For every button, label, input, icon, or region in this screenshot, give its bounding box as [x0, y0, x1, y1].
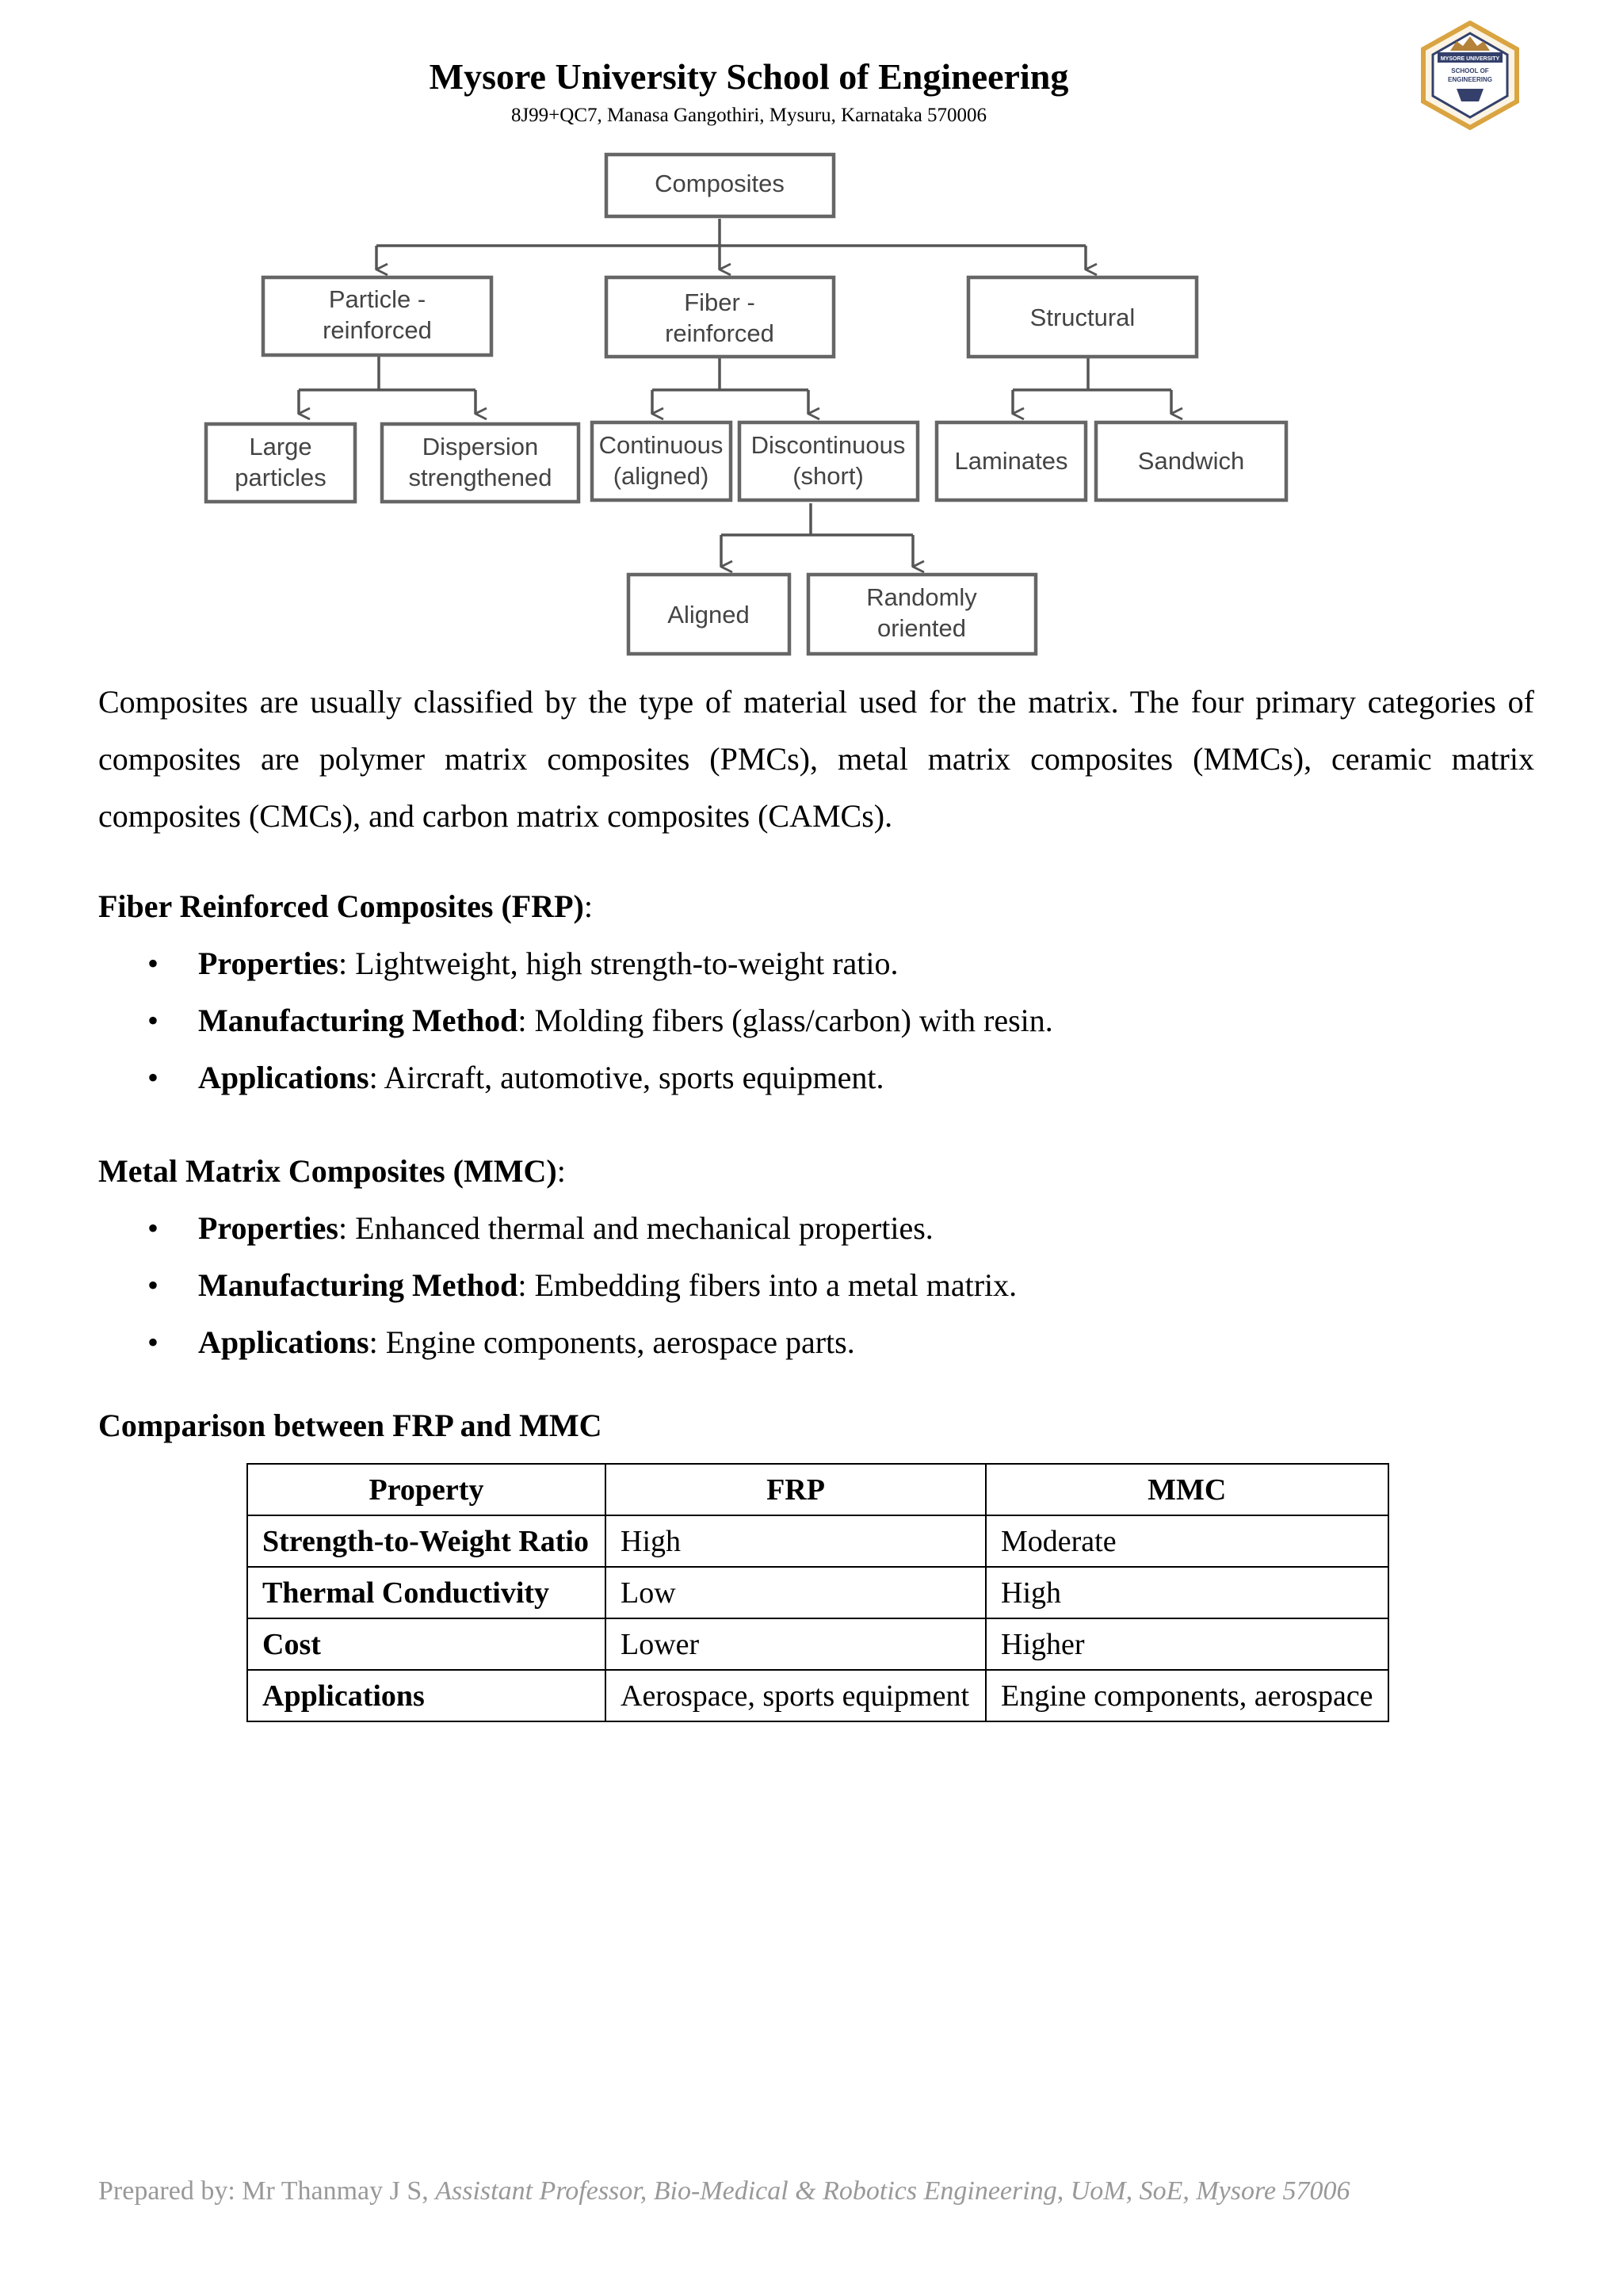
diagram-node-discontinuous-short: Discontinuous (short)	[737, 420, 920, 502]
column-header: FRP	[605, 1463, 987, 1516]
item-text: : Aircraft, automotive, sports equipment…	[369, 1060, 884, 1095]
page-title: Mysore University School of Engineering	[429, 56, 1069, 97]
intro-paragraph: Composites are usually classified by the…	[98, 684, 1534, 834]
svg-text:reinforced: reinforced	[665, 319, 774, 347]
footer-affiliation: Assistant Professor, Bio-Medical & Robot…	[435, 2176, 1350, 2206]
university-logo: MYSORE UNIVERSITY SCHOOL OF ENGINEERING	[1421, 21, 1519, 130]
table-header-row: Property FRP MMC	[246, 1463, 1389, 1516]
logo-text-1: MYSORE UNIVERSITY	[1441, 56, 1500, 62]
column-header: Property	[246, 1463, 606, 1516]
frp-heading: Fiber Reinforced Composites (FRP):	[98, 888, 593, 925]
item-text: : Lightweight, high strength-to-weight r…	[338, 946, 899, 981]
bullet-icon: •	[147, 946, 159, 981]
table-cell: High	[985, 1566, 1389, 1619]
item-text: : Molding fibers (glass/carbon) with res…	[517, 1003, 1053, 1038]
table-cell: Engine components, aerospace	[985, 1669, 1389, 1722]
diagram-node-dispersion-strengthened: Dispersion strengthened	[380, 422, 581, 504]
comparison-heading: Comparison between FRP and MMC	[98, 1408, 602, 1443]
page-footer: Prepared by: Mr Thanmay J S, Assistant P…	[98, 2176, 1350, 2206]
svg-text:particles: particles	[235, 464, 326, 491]
item-text: : Embedding fibers into a metal matrix.	[517, 1267, 1018, 1303]
frp-list: • Properties: Lightweight, high strength-…	[98, 935, 1053, 1106]
diagram-node-aligned: Aligned	[626, 572, 792, 656]
diagram-node-sandwich: Sandwich	[1094, 420, 1289, 502]
svg-text:Fiber -: Fiber -	[684, 288, 755, 316]
column-header: MMC	[985, 1463, 1389, 1516]
table-cell: Applications	[246, 1669, 606, 1722]
comparison-table: Property FRP MMC Strength-to-Weight Rati…	[246, 1463, 1389, 1722]
table-cell: Moderate	[985, 1515, 1389, 1568]
diagram-node-composites: Composites	[604, 152, 836, 219]
table-cell: Low	[605, 1566, 987, 1619]
table-cell: Higher	[985, 1618, 1389, 1671]
svg-text:Randomly: Randomly	[866, 583, 977, 611]
page-address: 8J99+QC7, Manasa Gangothiri, Mysuru, Kar…	[510, 105, 987, 126]
table-cell: Lower	[605, 1618, 987, 1671]
item-label: Applications	[198, 1060, 369, 1095]
svg-text:Continuous: Continuous	[599, 431, 724, 459]
footer-prefix: Prepared by: Mr Thanmay J S,	[98, 2176, 436, 2206]
diagram-node-structural: Structural	[966, 275, 1199, 359]
svg-text:Aligned: Aligned	[667, 601, 749, 628]
list-item: • Applications: Engine components, aerosp…	[98, 1314, 1017, 1371]
svg-text:Discontinuous: Discontinuous	[751, 431, 906, 459]
svg-text:oriented: oriented	[877, 614, 966, 642]
item-label: Properties	[198, 946, 338, 981]
diagram-node-continuous-aligned: Continuous (aligned)	[590, 420, 733, 502]
table-cell: High	[605, 1515, 987, 1568]
svg-text:strengthened: strengthened	[409, 464, 552, 491]
bullet-icon: •	[147, 1267, 159, 1303]
table-cell: Aerospace, sports equipment	[605, 1669, 987, 1722]
mmc-heading-text: Metal Matrix Composites (MMC)	[98, 1153, 557, 1189]
table-row: Strength-to-Weight Ratio High Moderate	[246, 1515, 1389, 1568]
bullet-icon: •	[147, 1060, 159, 1095]
mmc-list: • Properties: Enhanced thermal and mechan…	[98, 1200, 1017, 1371]
bullet-icon: •	[147, 1324, 159, 1360]
svg-text:Laminates: Laminates	[954, 447, 1067, 475]
item-text: : Engine components, aerospace parts.	[369, 1324, 855, 1360]
logo-text-2: SCHOOL OF	[1451, 67, 1489, 74]
mmc-heading: Metal Matrix Composites (MMC):	[98, 1152, 566, 1190]
list-item: • Properties: Lightweight, high strength-…	[98, 935, 1053, 992]
list-item: • Applications: Aircraft, automotive, spo…	[98, 1049, 1053, 1106]
svg-text:reinforced: reinforced	[323, 316, 432, 344]
list-item: • Manufacturing Method: Molding fibers (g…	[98, 992, 1053, 1049]
bullet-icon: •	[147, 1210, 159, 1246]
composites-classification-diagram: Composites Particle - reinforced Fiber -…	[204, 152, 1289, 656]
table-row: Applications Aerospace, sports equipment…	[246, 1669, 1389, 1722]
table-cell: Cost	[246, 1618, 606, 1671]
svg-text:Structural: Structural	[1030, 304, 1136, 331]
svg-text:Dispersion: Dispersion	[422, 433, 538, 460]
svg-text:Large: Large	[249, 433, 311, 460]
svg-text:(short): (short)	[792, 462, 864, 490]
svg-text:Sandwich: Sandwich	[1138, 447, 1244, 475]
svg-text:Particle -: Particle -	[329, 285, 426, 313]
list-item: • Properties: Enhanced thermal and mechan…	[98, 1200, 1017, 1257]
list-item: • Manufacturing Method: Embedding fibers …	[98, 1257, 1017, 1314]
frp-heading-text: Fiber Reinforced Composites (FRP)	[98, 888, 584, 924]
item-label: Manufacturing Method	[198, 1267, 518, 1303]
frp-heading-colon: :	[583, 888, 593, 924]
item-label: Properties	[198, 1210, 338, 1246]
table-row: Cost Lower Higher	[246, 1618, 1389, 1671]
svg-text:(aligned): (aligned)	[613, 462, 709, 490]
table-cell: Thermal Conductivity	[246, 1566, 606, 1619]
table-cell: Strength-to-Weight Ratio	[246, 1515, 606, 1568]
logo-text-3: ENGINEERING	[1448, 76, 1492, 83]
diagram-node-laminates: Laminates	[934, 420, 1088, 502]
diagram-node-randomly-oriented: Randomly oriented	[806, 572, 1038, 656]
item-text: : Enhanced thermal and mechanical proper…	[338, 1210, 934, 1246]
diagram-node-fiber-reinforced: Fiber - reinforced	[604, 275, 836, 359]
bullet-icon: •	[147, 1003, 159, 1038]
mmc-heading-colon: :	[556, 1153, 566, 1189]
diagram-node-particle-reinforced: Particle - reinforced	[261, 275, 494, 357]
item-label: Applications	[198, 1324, 369, 1360]
table-row: Thermal Conductivity Low High	[246, 1566, 1389, 1619]
item-label: Manufacturing Method	[198, 1003, 518, 1038]
svg-text:Composites: Composites	[655, 170, 785, 197]
diagram-node-large-particles: Large particles	[204, 422, 357, 504]
